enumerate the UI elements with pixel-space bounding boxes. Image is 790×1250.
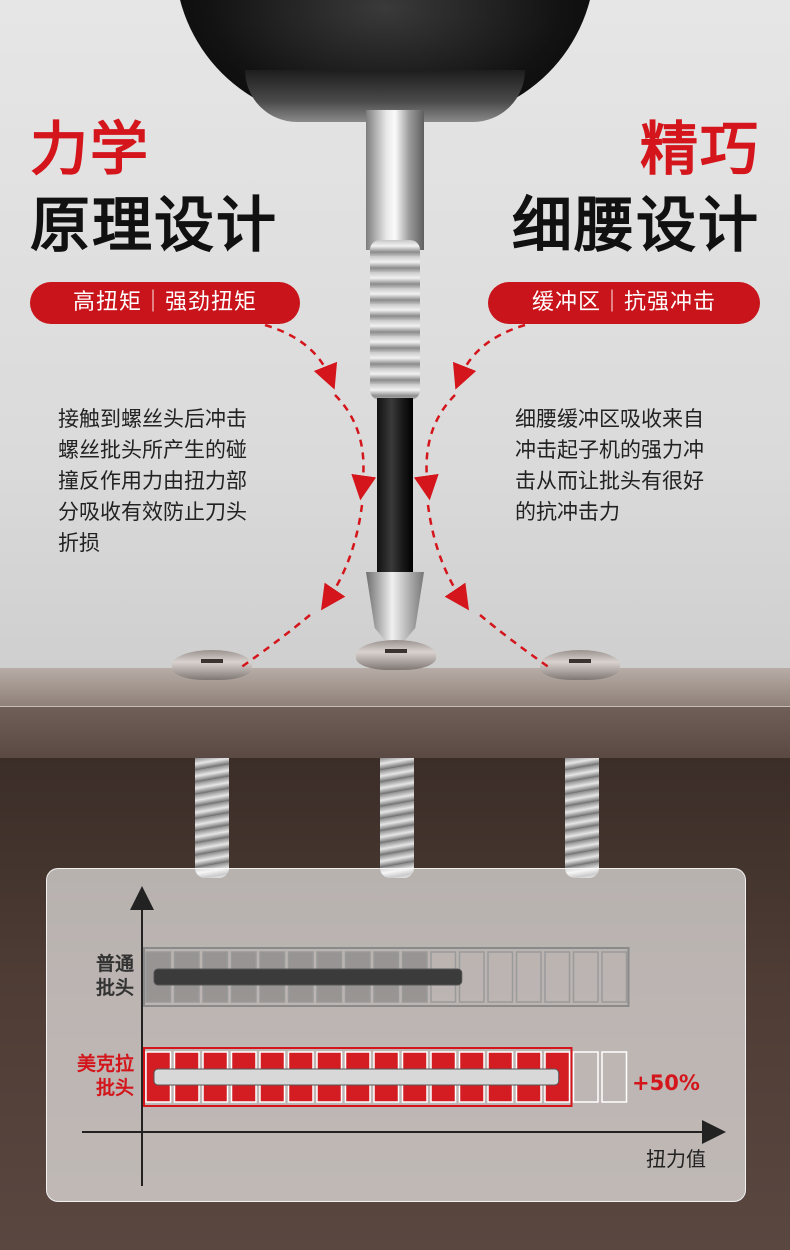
category-label-line: 普通 [96, 952, 135, 975]
description-left-line: 螺丝批头所产生的碰 [58, 438, 247, 462]
screw-head-right [540, 650, 620, 680]
bar-cell-empty [487, 951, 514, 1003]
screw-thread-right [565, 758, 599, 878]
bar-cell-empty [572, 1051, 599, 1103]
comparison-panel [46, 868, 746, 1202]
category-label-line: 美克拉 [77, 1052, 134, 1075]
bar-cell-empty [572, 951, 599, 1003]
category-label-line: 批头 [96, 977, 134, 999]
screw-thread-left [195, 758, 229, 878]
description-right-line: 的抗冲击力 [515, 500, 620, 524]
dashed-arrow-curves [239, 323, 551, 670]
description-left-line: 分吸收有效防止刀头 [58, 500, 247, 524]
feature-pill-right: 缓冲区｜抗强冲击 [488, 282, 760, 324]
bar-frame-standard [143, 947, 630, 1007]
screw-thread-center [380, 758, 414, 878]
heading-left-main: 原理设计 [30, 191, 278, 261]
tabletop-edge [0, 706, 790, 759]
bar-frame-brand [143, 1047, 573, 1107]
category-label-line: 批头 [96, 1077, 134, 1099]
description-left: 接触到螺丝头后冲击 螺丝批头所产生的碰 撞反作用力由扭力部 分吸收有效防止刀头 … [58, 404, 298, 559]
heading-left-accent: 力学 [30, 115, 151, 183]
heading-right-accent: 精巧 [639, 115, 760, 183]
description-right-line: 冲击起子机的强力冲 [515, 438, 704, 462]
bar-cell-empty [515, 951, 542, 1003]
increase-annotation: +50% [632, 1071, 700, 1095]
bit-torsion-zone [370, 240, 420, 400]
bar-cell-empty [458, 951, 485, 1003]
brand-bit-image [153, 1068, 560, 1086]
bar-cell-empty [601, 951, 628, 1003]
bit-hex-shank [366, 110, 424, 250]
tabletop-surface [0, 668, 790, 706]
description-left-line: 折损 [58, 531, 100, 555]
bit-slim-waist [377, 398, 413, 576]
description-right-line: 细腰缓冲区吸收来自 [515, 407, 704, 431]
description-left-line: 撞反作用力由扭力部 [58, 469, 247, 493]
description-right-line: 击从而让批头有很好 [515, 469, 704, 493]
x-axis-label: 扭力值 [646, 1147, 706, 1171]
description-right: 细腰缓冲区吸收来自 冲击起子机的强力冲 击从而让批头有很好 的抗冲击力 [515, 404, 755, 528]
feature-pill-left: 高扭矩｜强劲扭矩 [30, 282, 300, 324]
standard-bit-image [153, 968, 463, 986]
screw-head-center [356, 640, 436, 670]
heading-right-main: 细腰设计 [512, 191, 760, 261]
bar-cell-empty [601, 1051, 628, 1103]
screw-head-left [172, 650, 252, 680]
description-left-line: 接触到螺丝头后冲击 [58, 407, 247, 431]
bar-cell-empty [544, 951, 571, 1003]
